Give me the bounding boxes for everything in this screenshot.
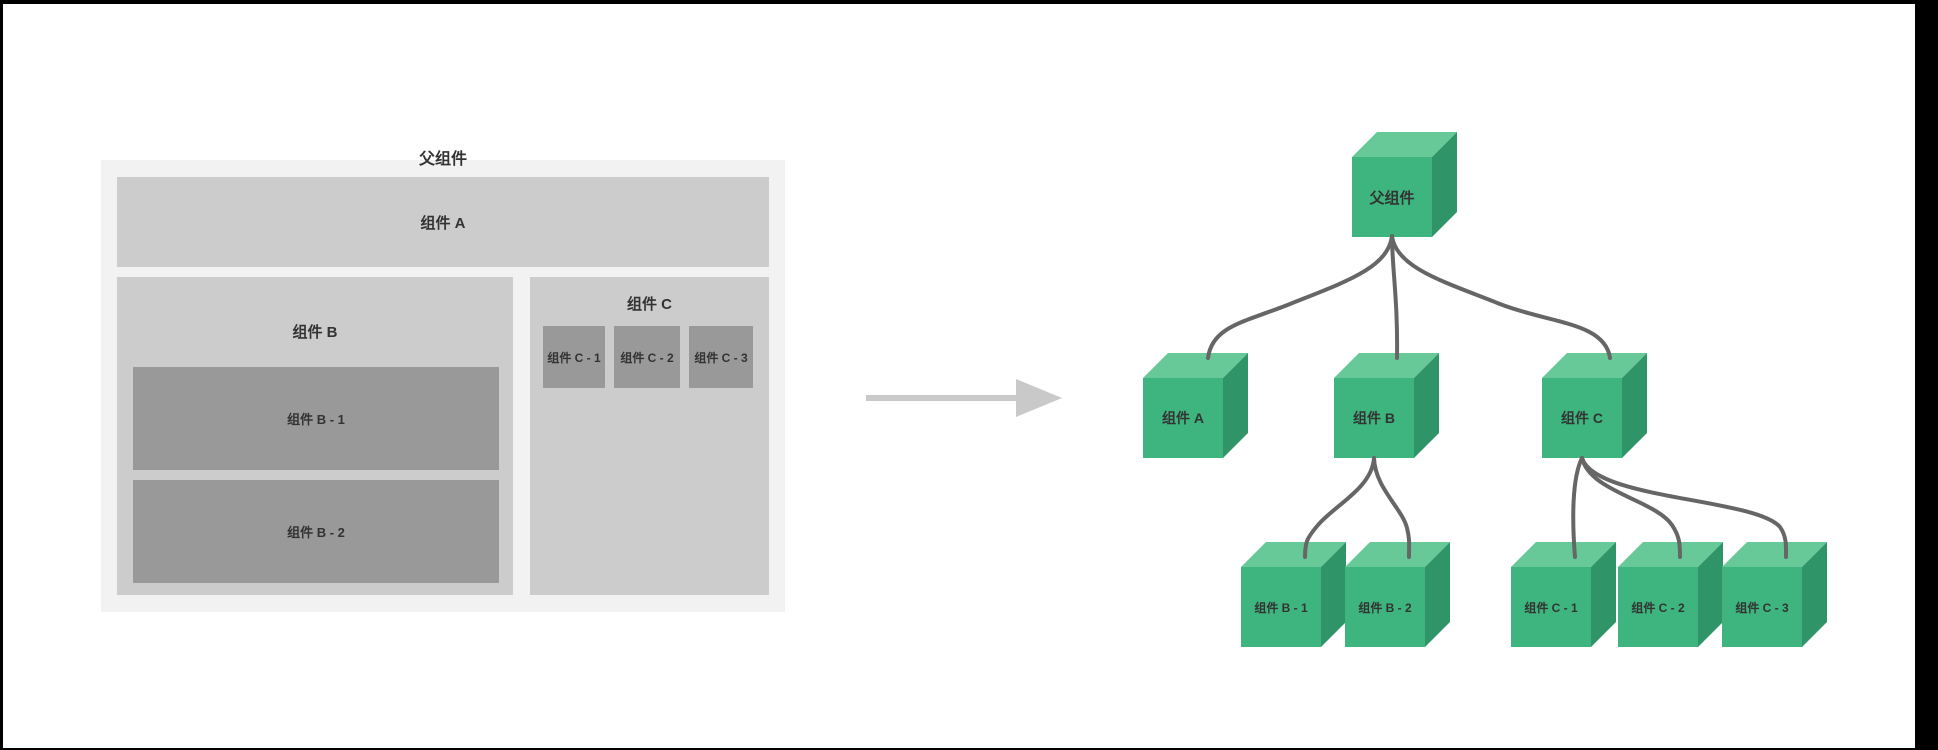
tree-node-a-label: 组件 A: [1162, 410, 1204, 426]
component-b1-box: 组件 B - 1: [133, 367, 499, 470]
cube-icon: [1352, 132, 1457, 237]
component-b-box: 组件 B 组件 B - 1 组件 B - 2: [117, 277, 513, 595]
parent-component-label: 父组件: [418, 151, 467, 168]
component-a-box: 组件 A: [117, 177, 769, 267]
component-b-label: 组件 B: [292, 324, 338, 341]
tree-node-c1-label: 组件 C - 1: [1524, 600, 1578, 615]
cube-icon: [1542, 353, 1647, 458]
parent-component-box: 父组件 组件 A 组件 B 组件 B - 1 组件 B - 2 组件 C 组件 …: [101, 151, 785, 612]
cube-icon: [1511, 542, 1616, 647]
tree-node-parent: 父组件: [1352, 132, 1457, 237]
cube-icon: [1241, 542, 1346, 647]
component-c1-box: 组件 C - 1: [543, 326, 605, 388]
tree-node-b2-label: 组件 B - 2: [1358, 600, 1412, 615]
tree-node-c3-label: 组件 C - 3: [1735, 600, 1789, 615]
tree-node-c2-label: 组件 C - 2: [1631, 600, 1685, 615]
tree-node-b: 组件 B: [1334, 353, 1439, 458]
component-c2-box: 组件 C - 2: [614, 326, 680, 388]
component-c-children-row: 组件 C - 1 组件 C - 2 组件 C - 3: [543, 326, 753, 388]
tree-node-b2: 组件 B - 2: [1345, 542, 1450, 647]
component-c-label: 组件 C: [626, 296, 672, 313]
right-arrow-icon: [866, 379, 1062, 417]
tree-node-c: 组件 C: [1542, 353, 1647, 458]
component-b2-box: 组件 B - 2: [133, 480, 499, 583]
tree-node-c-label: 组件 C: [1561, 410, 1603, 426]
component-c-box: 组件 C 组件 C - 1 组件 C - 2 组件 C - 3: [530, 277, 769, 595]
tree-node-b-label: 组件 B: [1353, 410, 1395, 426]
tree-node-c2: 组件 C - 2: [1618, 542, 1723, 647]
tree-node-c3: 组件 C - 3: [1722, 542, 1827, 647]
tree-node-parent-label: 父组件: [1369, 189, 1415, 207]
tree-node-b1-label: 组件 B - 1: [1254, 600, 1308, 615]
component-c3-box: 组件 C - 3: [689, 326, 753, 388]
component-a-label: 组件 A: [420, 214, 466, 232]
tree-node-b1: 组件 B - 1: [1241, 542, 1346, 647]
tree-node-a: 组件 A: [1143, 353, 1248, 458]
tree-node-c1: 组件 C - 1: [1511, 542, 1616, 647]
